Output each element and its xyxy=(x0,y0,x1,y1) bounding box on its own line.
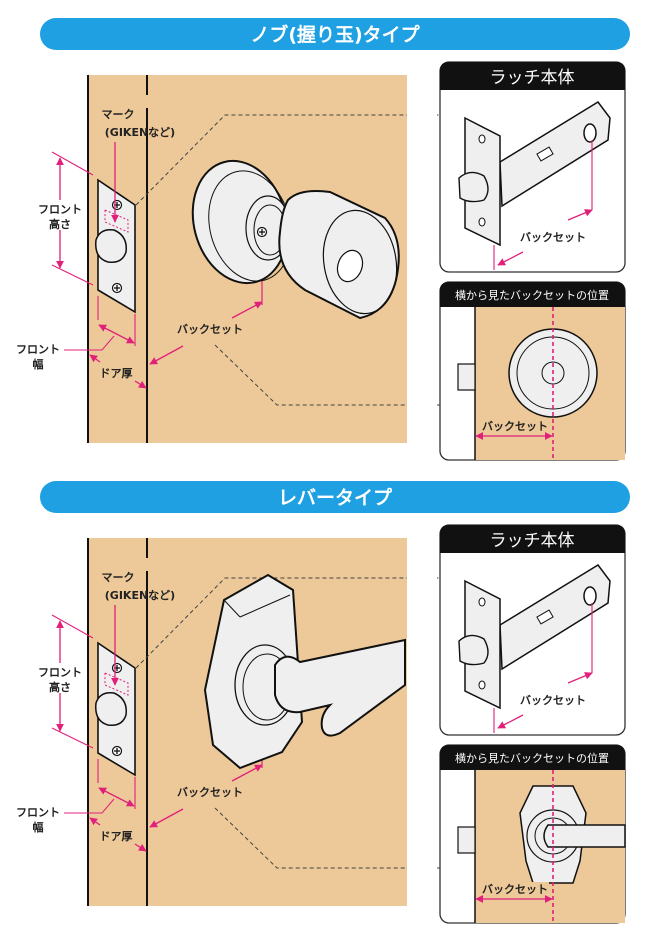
latch-bolt xyxy=(458,171,489,203)
latch-backset-label: バックセット xyxy=(520,231,586,244)
front-height-label: フロント xyxy=(38,203,82,216)
door-right-cutoff xyxy=(407,75,437,443)
mark-position xyxy=(104,672,129,696)
lever-handle xyxy=(274,638,406,737)
latch-screw-hole xyxy=(478,134,486,144)
latch-backset-arrow xyxy=(497,714,524,729)
banner-background xyxy=(40,18,630,50)
leader-to-side-panel xyxy=(214,807,440,869)
front-width-label: フロント xyxy=(16,343,60,356)
banner-background xyxy=(40,481,630,513)
knob-face xyxy=(322,209,398,315)
side-backset-label: バックセット xyxy=(482,883,548,896)
latch-backset-arrow xyxy=(567,209,593,221)
side-latch-bolt xyxy=(457,826,476,854)
front-height-extension xyxy=(51,264,94,286)
door-knob xyxy=(191,159,400,320)
side-panel-title: 横から見たバックセットの位置 xyxy=(455,751,609,765)
section-title: ノブ(握り玉)タイプ xyxy=(250,23,420,46)
side-panel-title: 横から見たバックセットの位置 xyxy=(455,288,609,302)
front-height-label: 高さ xyxy=(49,217,71,231)
front-height-label: フロント xyxy=(38,666,82,679)
keyhole xyxy=(336,249,364,283)
front-width-leader xyxy=(64,798,115,814)
mark-label: マーク xyxy=(102,108,135,121)
side-backset-label-bg xyxy=(481,419,549,432)
backset-label: バックセット xyxy=(177,323,243,336)
latch-slot xyxy=(536,146,554,162)
front-width-label: 幅 xyxy=(33,820,44,834)
latch-screw-hole xyxy=(478,680,486,690)
latch-backset-arrow xyxy=(497,251,524,266)
backset-arrow xyxy=(149,808,184,828)
mark-sub-label: (GIKENなど) xyxy=(105,589,175,602)
door-thickness-label: ドア厚 xyxy=(100,367,133,380)
door-thickness-arrow xyxy=(89,817,101,826)
latch-spindle-hole xyxy=(583,586,597,606)
backset-label: バックセット xyxy=(177,786,243,799)
latch-backset-label: バックセット xyxy=(520,694,586,707)
latch-spindle-hole xyxy=(583,123,597,143)
front-height-extension xyxy=(51,614,94,639)
latch-slot xyxy=(536,609,554,625)
section-banner: レバータイプ xyxy=(40,481,630,513)
lever-rosette-edge xyxy=(239,594,291,618)
front-width-label: フロント xyxy=(16,806,60,819)
latch-backset-arrow xyxy=(567,672,593,684)
latch-screw-hole xyxy=(478,217,486,227)
side-panel-header xyxy=(440,282,625,307)
front-width-arrow xyxy=(98,787,135,807)
door-thickness-label: ドア厚 xyxy=(100,830,133,843)
front-width-label: 幅 xyxy=(33,357,44,371)
latch-panel-header xyxy=(440,62,625,90)
front-height-extension xyxy=(51,151,94,176)
door-thickness-arrow xyxy=(89,354,101,363)
mark-sub-label: (GIKENなど) xyxy=(105,126,175,139)
latch-panel-title: ラッチ本体 xyxy=(490,68,575,88)
door-thickness-arrow xyxy=(134,380,147,389)
latch-bolt xyxy=(95,691,127,727)
leader-to-side-panel xyxy=(214,344,440,406)
backset-arrow xyxy=(231,301,263,319)
front-height-extension xyxy=(51,727,94,749)
side-lever-handle xyxy=(543,824,626,848)
side-latch-bolt xyxy=(457,363,476,391)
front-height-label-bg xyxy=(33,663,87,693)
section-title: レバータイプ xyxy=(278,486,393,509)
front-height-label-bg xyxy=(33,200,87,230)
latch-case xyxy=(499,101,611,208)
front-width-leader xyxy=(64,335,115,351)
section-lever: レバータイプマーク(GIKENなど)フロント高さフロント幅ドア厚バックセットラッ… xyxy=(16,481,630,924)
section-knob: ノブ(握り玉)タイプマーク(GIKENなど)フロント高さフロント幅ドア厚バックセ… xyxy=(16,18,630,461)
latch-panel-header xyxy=(440,525,625,553)
latch-screw-hole xyxy=(478,597,486,607)
latch-case xyxy=(499,564,611,671)
side-panel-header xyxy=(440,745,625,770)
section-banner: ノブ(握り玉)タイプ xyxy=(40,18,630,50)
front-height-label: 高さ xyxy=(49,680,71,694)
latch-bolt xyxy=(458,634,489,666)
lever-rosette-edge xyxy=(223,599,241,618)
leader-to-latch-panel xyxy=(135,577,440,669)
backset-arrow xyxy=(149,345,184,365)
door-thickness-arrow xyxy=(134,843,147,852)
side-backset-label-bg xyxy=(481,882,549,895)
mark-label: マーク xyxy=(102,571,135,584)
latch-panel-title: ラッチ本体 xyxy=(490,531,575,551)
door-right-cutoff xyxy=(407,538,437,906)
leader-to-latch-panel xyxy=(135,114,440,206)
mark-position xyxy=(104,209,129,233)
front-width-arrow xyxy=(98,324,135,344)
backset-arrow xyxy=(231,764,263,782)
side-backset-label: バックセット xyxy=(482,420,548,433)
door-lever xyxy=(203,573,406,770)
latch-bolt xyxy=(95,228,127,264)
